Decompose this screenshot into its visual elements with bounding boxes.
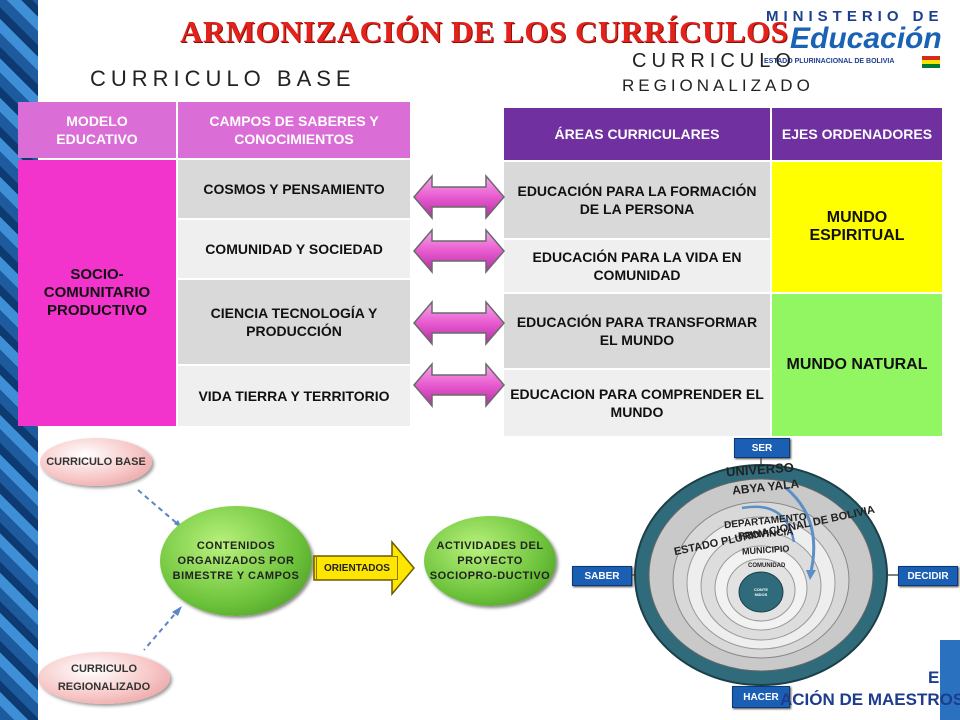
double-arrow-icon: [413, 299, 505, 347]
double-arrow-icon: [413, 173, 505, 221]
flow-node-activities: ACTIVIDADES DEL PROYECTO SOCIOPRO-DUCTIV…: [424, 516, 556, 606]
flow-node-contents: CONTENIDOS ORGANIZADOS POR BIMESTRE Y CA…: [160, 506, 312, 616]
double-arrow-icon: [413, 227, 505, 275]
dimension-tag-ser: SER: [734, 438, 790, 458]
knowledge-field-cell: VIDA TIERRA Y TERRITORIO: [178, 366, 410, 426]
ordering-axis-cell-spiritual: MUNDO ESPIRITUAL: [772, 162, 942, 292]
regional-curriculum-title-line1: CURRICULO: [632, 50, 796, 72]
curricular-area-cell: EDUCACIÓN PARA LA VIDA EN COMUNIDAD: [504, 240, 770, 292]
double-arrow-icon: [413, 361, 505, 409]
ring-label-community: COMUNIDAD: [748, 563, 786, 569]
curricular-area-cell: EDUCACIÓN PARA LA FORMACIÓN DE LA PERSON…: [504, 162, 770, 238]
double-arrows-group: [413, 173, 505, 409]
ministry-logo-line1: MINISTERIO DE: [766, 8, 944, 25]
footer-letter: E: [928, 668, 940, 687]
decorative-corner-band: [940, 640, 960, 720]
dimension-tag-saber: SABER: [572, 566, 632, 586]
ministry-logo-wordmark: Educación: [790, 22, 942, 55]
ring-label-contents: CONTE NIDOS: [754, 587, 768, 597]
regional-table-header-areas: ÁREAS CURRICULARES: [504, 108, 770, 160]
ordering-axis-cell-natural: MUNDO NATURAL: [772, 294, 942, 436]
base-curriculum-title: CURRICULO BASE: [90, 66, 356, 91]
orientados-label: ORIENTADOS: [316, 556, 398, 580]
dimension-tag-decidir: DECIDIR: [898, 566, 958, 586]
concentric-circles-diagram: [582, 452, 940, 698]
page-title: ARMONIZACIÓN DE LOS CURRÍCULOS: [180, 14, 789, 49]
bolivia-flag-icon: [922, 56, 940, 68]
regional-curriculum-title-line2: REGIONALIZADO: [622, 76, 814, 95]
curricular-area-cell: EDUCACION PARA COMPRENDER EL MUNDO: [504, 370, 770, 436]
knowledge-field-cell: CIENCIA TECNOLOGÍA Y PRODUCCIÓN: [178, 280, 410, 364]
base-table-header-model: MODELO EDUCATIVO: [18, 102, 176, 158]
footer-text: ACIÓN DE MAESTROS: [780, 690, 960, 709]
dimension-tag-hacer: HACER: [732, 686, 790, 708]
educational-model-cell: SOCIO-COMUNITARIO PRODUCTIVO: [18, 160, 176, 426]
curricular-area-cell: EDUCACIÓN PARA TRANSFORMAR EL MUNDO: [504, 294, 770, 368]
knowledge-field-cell: COMUNIDAD Y SOCIEDAD: [178, 220, 410, 278]
flow-node-base-curriculum: CURRICULO BASE: [40, 438, 152, 486]
ministry-logo-subtitle: ESTADO PLURINACIONAL DE BOLIVIA: [764, 58, 895, 65]
base-table-header-fields: CAMPOS DE SABERES Y CONOCIMIENTOS: [178, 102, 410, 158]
knowledge-field-cell: COSMOS Y PENSAMIENTO: [178, 160, 410, 218]
regional-table-header-axes: EJES ORDENADORES: [772, 108, 942, 160]
flow-node-regional-curriculum: CURRICULO REGIONALIZADO: [38, 652, 170, 704]
